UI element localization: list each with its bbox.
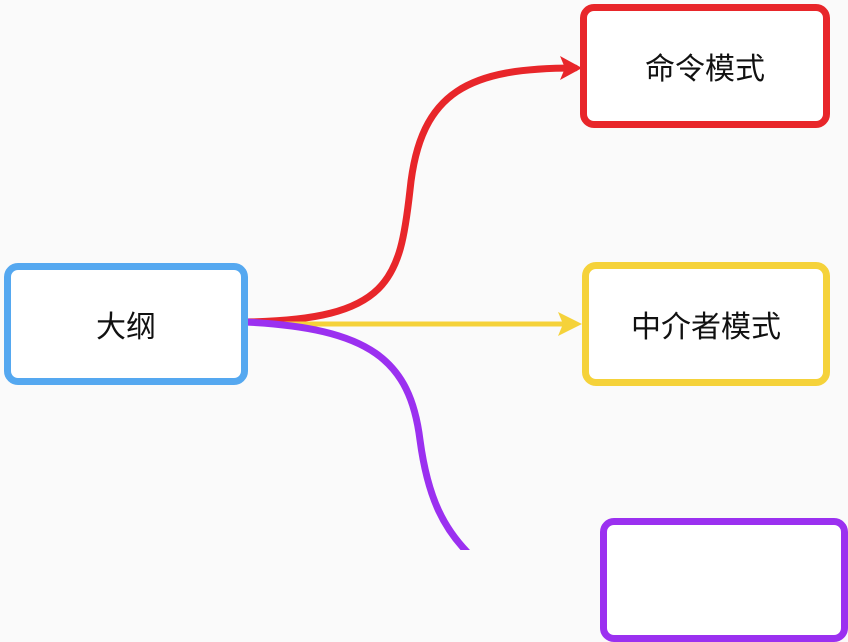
edge-root-to-command: [241, 64, 579, 326]
root-node[interactable]: 大纲: [4, 263, 248, 385]
arrow-head-red-icon: [560, 56, 582, 80]
child-node-mediator[interactable]: 中介者模式: [582, 262, 830, 386]
edges-layer: [241, 56, 582, 550]
child-node-command-label: 命令模式: [645, 52, 765, 87]
edge-root-to-third: [241, 318, 471, 550]
child-node-command[interactable]: 命令模式: [580, 4, 830, 128]
arrow-head-yellow-icon: [558, 312, 582, 336]
root-node-label: 大纲: [96, 310, 156, 345]
child-node-third[interactable]: [600, 518, 848, 642]
child-node-mediator-label: 中介者模式: [631, 310, 781, 345]
